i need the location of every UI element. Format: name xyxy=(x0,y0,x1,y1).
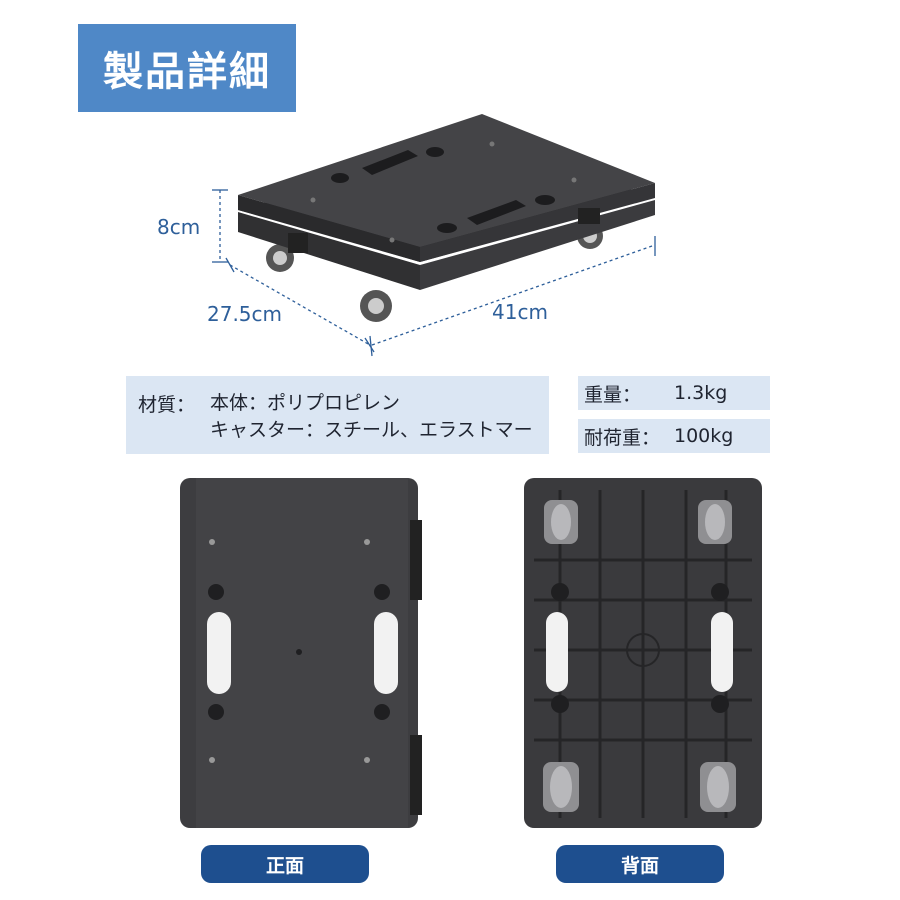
page-title: 製品詳細 xyxy=(78,24,296,112)
weight-label: 重量： xyxy=(584,383,642,406)
back-view-image xyxy=(524,478,762,828)
caster-wheel xyxy=(543,762,579,812)
material-lines: 本体：ポリプロピレン キャスター：スチール、エラストマー xyxy=(210,390,533,444)
handle-slot xyxy=(207,612,231,694)
caster-wheel xyxy=(700,762,736,812)
back-view-label: 背面 xyxy=(556,845,724,883)
front-view-label: 正面 xyxy=(201,845,369,883)
material-spec-panel: 材質： 本体：ポリプロピレン キャスター：スチール、エラストマー xyxy=(126,376,549,454)
load-value: 100kg xyxy=(674,425,734,447)
depth-dimension: 27.5cm xyxy=(207,302,283,326)
handle-slot xyxy=(711,612,733,692)
handle-slot xyxy=(374,612,398,694)
height-dimension: 8cm xyxy=(157,215,201,239)
material-body: 本体：ポリプロピレン xyxy=(210,392,401,414)
caster-wheel xyxy=(266,244,294,272)
weight-value: 1.3kg xyxy=(674,382,728,404)
dimension-lines xyxy=(212,189,656,357)
caster-wheel xyxy=(360,290,392,322)
width-dimension: 41cm xyxy=(492,300,548,324)
front-view-image xyxy=(180,478,422,828)
load-label: 耐荷重： xyxy=(584,426,661,449)
handle-slot xyxy=(546,612,568,692)
weight-spec: 重量： 1.3kg xyxy=(578,376,770,410)
material-caster: キャスター：スチール、エラストマー xyxy=(210,419,533,441)
caster-wheel xyxy=(698,500,732,544)
handle-slot xyxy=(467,200,526,225)
load-spec: 耐荷重： 100kg xyxy=(578,419,770,453)
caster-wheel xyxy=(544,500,578,544)
cart-3d-image xyxy=(238,114,655,322)
material-label: 材質： xyxy=(138,394,196,416)
handle-slot xyxy=(362,150,418,175)
